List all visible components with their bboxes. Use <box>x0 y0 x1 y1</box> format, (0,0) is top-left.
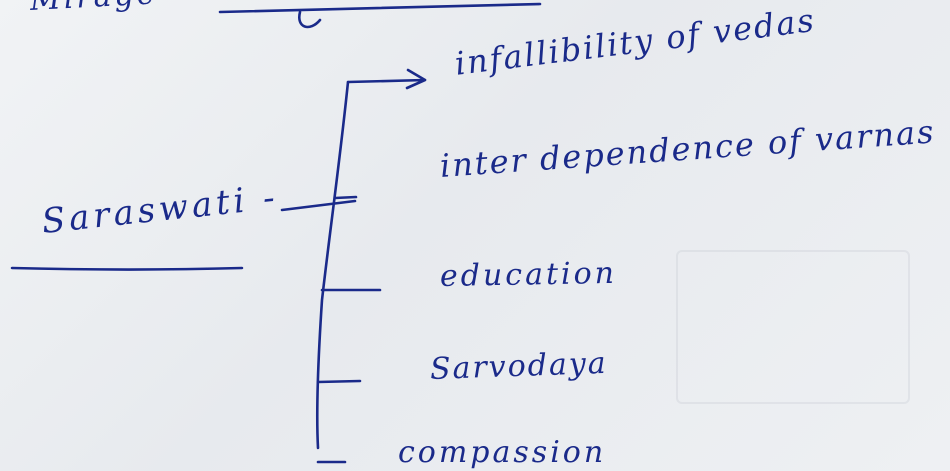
list-item-4: Sarvodaya <box>429 345 609 387</box>
top-underline-tail <box>298 10 322 29</box>
page-bleed-through <box>676 250 910 404</box>
list-item-3: education <box>439 255 618 294</box>
top-underline <box>218 2 542 14</box>
branch-line-1 <box>346 78 427 84</box>
branch-arrowhead <box>405 68 427 90</box>
connector-line <box>280 199 357 212</box>
branch-line-4 <box>316 379 362 384</box>
label-underline <box>10 266 244 271</box>
list-item-5: compassion <box>398 435 607 470</box>
branch-line-2 <box>333 195 358 200</box>
tree-vertical-line <box>315 80 350 450</box>
